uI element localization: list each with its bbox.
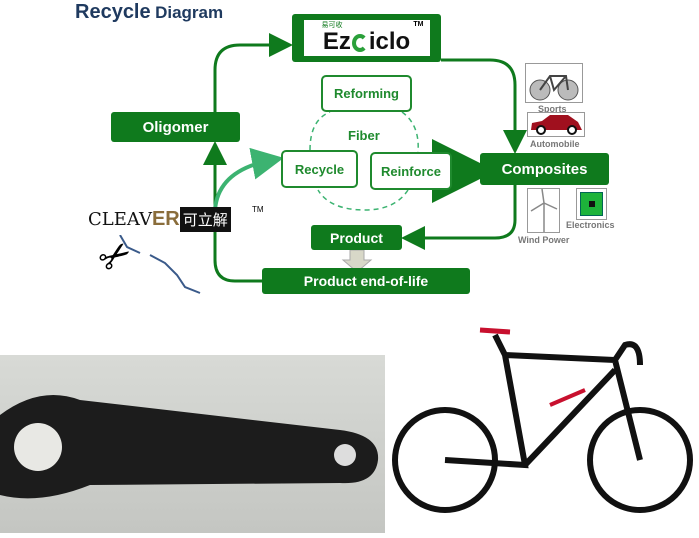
car-icon: [527, 112, 585, 137]
molecule-chain-icon: [119, 235, 201, 294]
node-recycle: Recycle: [281, 150, 358, 188]
recycle-c-icon: [351, 34, 368, 52]
arrow-oligomer-to-ezciclo: [213, 33, 293, 112]
cleaver-logo: CLEAV ER 可立解: [88, 206, 231, 232]
wind-turbine-icon: [527, 188, 560, 233]
arrow-endoflife-to-oligomer: [203, 141, 262, 283]
node-composites: Composites: [480, 153, 609, 185]
ezciclo-chinese: 易可收: [321, 22, 343, 29]
label-sports: Sports: [538, 104, 567, 114]
title-rest: Diagram: [155, 3, 224, 22]
arrow-product-to-endoflife: [341, 249, 373, 273]
node-reinforce: Reinforce: [370, 152, 452, 190]
label-automobile: Automobile: [530, 139, 580, 149]
arrow-ezciclo-to-composites: [441, 58, 527, 154]
ezciclo-logo: 易可收 TM Ez iclo: [303, 20, 430, 56]
diagram-title: Recycle Diagram: [75, 1, 223, 24]
ezciclo-tm: TM: [413, 21, 424, 28]
title-bold: Recycle: [75, 1, 151, 23]
ezciclo-text-right: iclo: [368, 28, 411, 55]
cleaver-text: CLEAV: [88, 208, 152, 230]
node-product-end-of-life: Product end-of-life: [262, 268, 470, 294]
node-product: Product: [311, 225, 402, 250]
circuit-board-icon: [576, 188, 607, 220]
cleaver-chinese: 可立解: [179, 206, 231, 232]
label-electronics: Electronics: [566, 220, 615, 230]
arrow-composites-to-product: [401, 185, 517, 250]
fiber-cycle-dashed: [309, 111, 419, 211]
label-fiber: Fiber: [348, 128, 380, 143]
bicycle-icon: [525, 63, 583, 103]
label-wind-power: Wind Power: [518, 235, 570, 245]
cleaver-er: ER: [151, 207, 180, 230]
arrow-cleaver-to-recycle: [213, 147, 284, 211]
cleaver-tm: TM: [252, 205, 264, 214]
flow-arrows: [203, 33, 527, 283]
crank-arm-photo: [0, 355, 385, 533]
bicycle-photo: [385, 310, 699, 533]
ezciclo-box: 易可收 TM Ez iclo: [292, 14, 441, 62]
node-oligomer: Oligomer: [111, 112, 240, 142]
ezciclo-text-left: Ez: [322, 28, 351, 55]
node-reforming: Reforming: [321, 75, 412, 112]
